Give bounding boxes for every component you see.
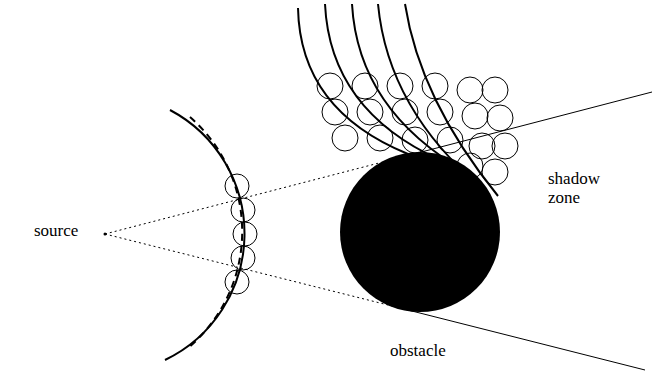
wavelet <box>457 153 483 179</box>
ray-solid <box>406 92 652 156</box>
wavelet <box>402 127 428 153</box>
wavelet <box>322 99 348 125</box>
source-label: source <box>34 222 78 241</box>
wavelet <box>387 73 413 99</box>
wavelet <box>233 222 257 246</box>
wavelet <box>487 105 513 131</box>
wavelet <box>357 99 383 125</box>
ray-solid <box>400 308 645 370</box>
wavefront-curve <box>378 4 484 190</box>
wavelet <box>457 77 483 103</box>
wavelet <box>225 270 249 294</box>
obstacle-disc <box>340 152 500 312</box>
bent-wavefronts <box>298 4 498 196</box>
wavelet <box>482 159 508 185</box>
wavelet <box>392 99 418 125</box>
source-point <box>104 233 107 236</box>
wavelet <box>317 73 343 99</box>
geometric-rays <box>105 92 652 370</box>
region-label: shadow zone <box>548 170 610 207</box>
object-label: obstacle <box>390 342 446 361</box>
wavelet <box>482 77 508 103</box>
wavelet <box>352 73 378 99</box>
wavefront-curve <box>298 8 408 154</box>
wavelets-left <box>225 174 257 294</box>
wavefront-dashed <box>188 117 242 348</box>
wavelet <box>462 103 488 129</box>
wavelet <box>225 174 249 198</box>
wavelet <box>492 133 518 159</box>
wavelet <box>469 133 495 159</box>
wavelet <box>427 99 453 125</box>
wavelet <box>422 73 448 99</box>
wavelet <box>437 127 463 153</box>
wavelet <box>231 246 255 270</box>
wavelets-top <box>317 73 518 185</box>
wavelet <box>231 198 255 222</box>
wavelet <box>332 125 358 151</box>
wavelet <box>367 125 393 151</box>
wavefront-curve <box>405 4 498 196</box>
